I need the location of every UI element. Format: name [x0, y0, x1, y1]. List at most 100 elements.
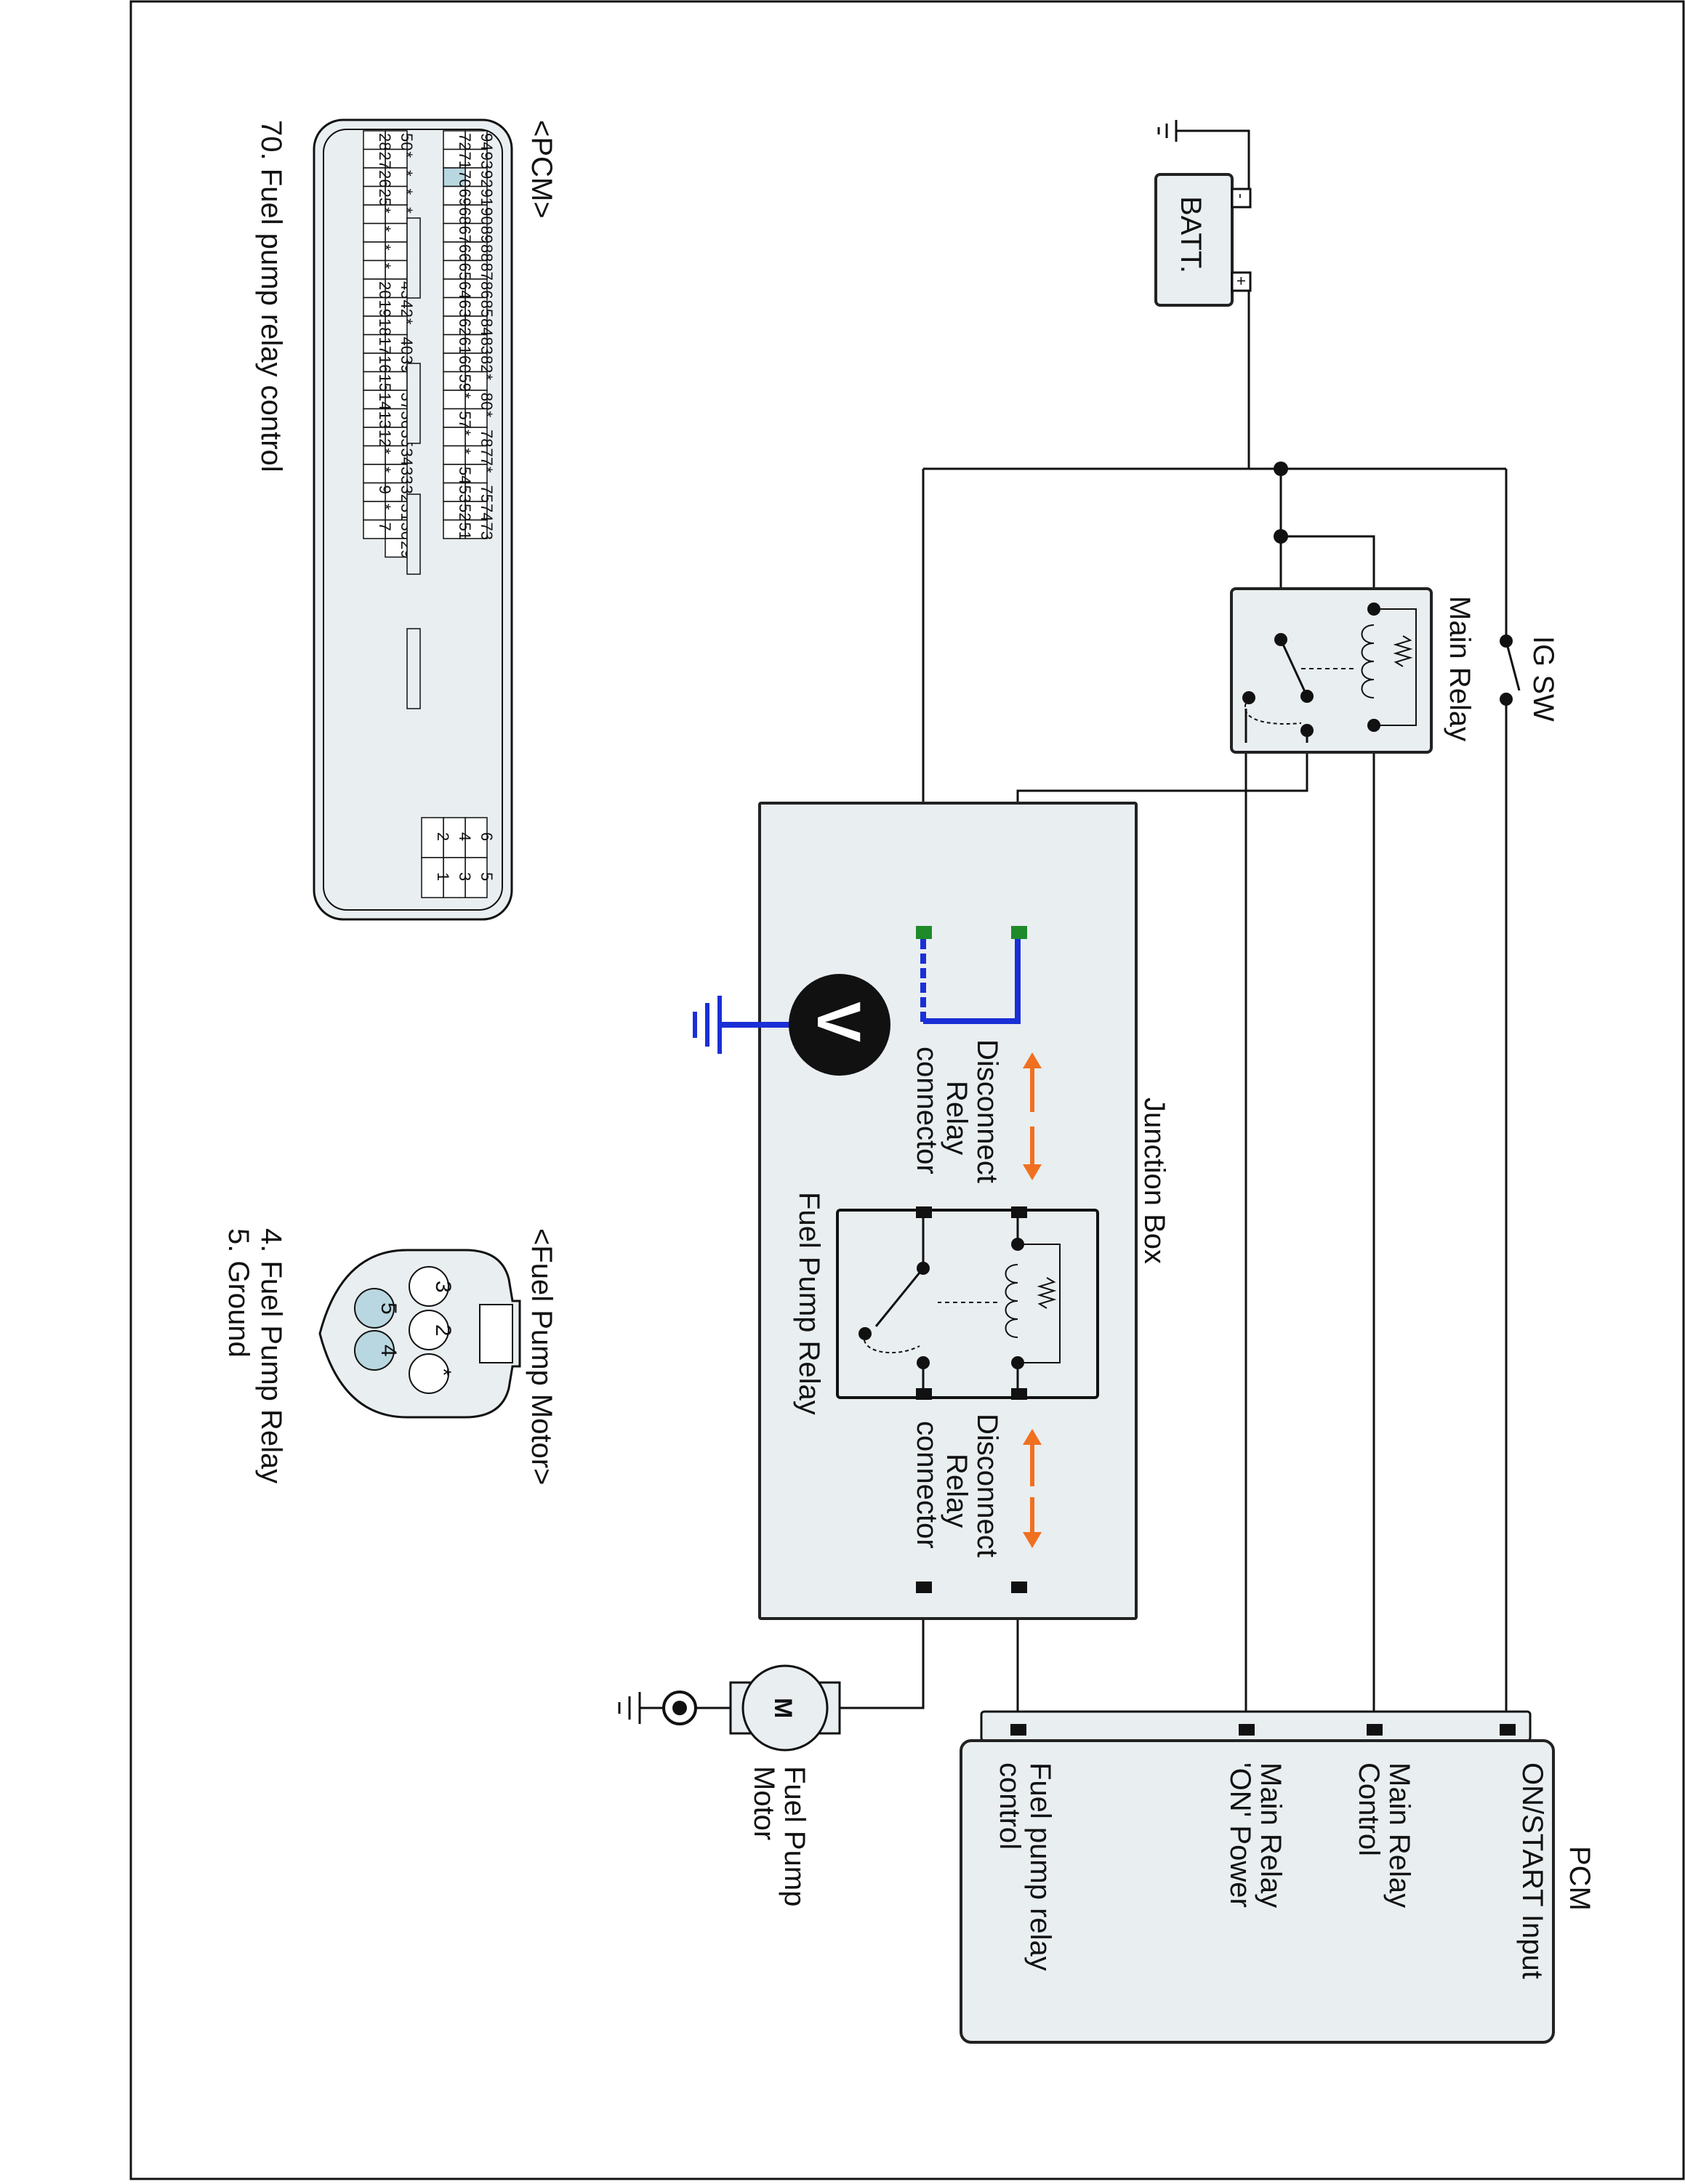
- pcm-pin-label: 16: [376, 355, 394, 373]
- fuel-pump-connector-title: <Fuel Pump Motor>: [526, 1228, 558, 1486]
- pcm-pin-label: *: [398, 170, 416, 177]
- pcm-pin-label: 72: [456, 133, 474, 150]
- motor-label-line2: Motor: [748, 1766, 780, 1840]
- pcm-pin-label: 64: [456, 281, 474, 299]
- pcm-side-pin-cell: [421, 817, 444, 858]
- pcm-pin-label: *: [398, 189, 416, 196]
- fuel-pump-legend-0: 4. Fuel Pump Relay: [255, 1228, 287, 1483]
- fuel-pump-pins: 32*54: [354, 1266, 455, 1394]
- pcm-pin-label: 19: [376, 300, 394, 318]
- pcm-pin-cell: [465, 445, 488, 465]
- pcm-pin-label: *: [456, 392, 474, 399]
- pcm-pin-label: 34: [398, 448, 416, 466]
- pcm-pin-label: 86: [478, 281, 496, 299]
- pcm-pin-label: *: [376, 244, 394, 251]
- pcm-pin-cell: [443, 427, 466, 447]
- pcm-side-pin-label: 6: [478, 832, 496, 841]
- pcm-pin-cell: [363, 445, 386, 465]
- pcm-pin-label: 25: [376, 189, 394, 206]
- pcm-pin-label: 62: [456, 318, 474, 336]
- pcm-pin-cell: [363, 185, 386, 206]
- pcm-pin-cell: [443, 482, 466, 502]
- fuel-pump-pin: [409, 1266, 449, 1307]
- pcm-pin-label: 84: [478, 318, 496, 336]
- pcm-side-pin-label: 1: [434, 872, 452, 881]
- pcm-pin-label: 93: [478, 152, 496, 169]
- pcm-pin-cell: [385, 445, 408, 465]
- pcm-pin-label: 91: [478, 189, 496, 206]
- pcm-pin-label: 82: [478, 355, 496, 373]
- pcm-pin-cell: [443, 352, 466, 373]
- pcm-connector: 94939291908988878685848382*80*7877*75747…: [255, 118, 558, 921]
- pcm-pin-cell: [385, 185, 408, 206]
- voltmeter-icon: [789, 974, 890, 1076]
- pcm-pin-cell: [443, 259, 466, 280]
- ig-switch-label: IG SW: [1527, 636, 1559, 722]
- pcm-pin-label: 61: [456, 337, 474, 355]
- pcm-pin-cell: [363, 482, 386, 502]
- pcm-pin-cell: [443, 445, 466, 465]
- pcm-pin-cell: [385, 464, 408, 484]
- pcm-pin-label: 54: [456, 467, 474, 484]
- pcm-pin-cell: [363, 222, 386, 243]
- fuel-pump-pin: [354, 1330, 395, 1371]
- pcm-pin-label: 57: [456, 411, 474, 429]
- pcm-pin-cell: [465, 371, 488, 391]
- pcm-pin-label: 90: [478, 207, 496, 225]
- pcm-pin-label: 88: [478, 244, 496, 262]
- pcm-pin-label: 80: [478, 392, 496, 410]
- pcm-pin-label: 40: [398, 337, 416, 355]
- pcm-pin-label: 7: [376, 523, 394, 531]
- pcm-pin-cell: [385, 278, 408, 299]
- pcm-terminal-0-line1: ON/START Input: [1516, 1762, 1548, 1979]
- pcm-pin-label: *: [376, 207, 394, 214]
- pcm-pin-label: 70: [456, 170, 474, 188]
- pcm-pin-cell: [465, 352, 488, 373]
- pcm-pin-cell: [443, 130, 466, 150]
- pcm-pin-label: *: [376, 467, 394, 473]
- pcm-pin-label: 75: [478, 485, 496, 503]
- pcm-pin-cell: [363, 427, 386, 447]
- pcm-key-tab: [406, 217, 421, 299]
- pcm-side-pin-label: 4: [456, 832, 474, 841]
- pcm-pin-label: 50: [398, 133, 416, 150]
- pcm-side-pin-cell: [443, 817, 466, 858]
- pcm-terminal-3-line1: Fuel pump relay: [1024, 1762, 1056, 1971]
- pcm-pin-label: *: [398, 207, 416, 214]
- pcm-pin-label: *: [478, 467, 496, 473]
- pcm-pin-cell: [443, 390, 466, 410]
- fuel-pump-legend-1: 5. Ground: [222, 1228, 254, 1358]
- pcm-pin-label: *: [376, 448, 394, 455]
- fuel-pump-pin-label: 5: [377, 1302, 401, 1315]
- pcm-pin-label: *: [376, 226, 394, 233]
- pcm-pin-label: 83: [478, 337, 496, 355]
- pcm-pin-label: 69: [456, 189, 474, 206]
- pcm-key-tab: [406, 628, 421, 709]
- battery: BATT. - +: [1154, 173, 1252, 307]
- pcm-pin-cell: [465, 148, 488, 169]
- pcm-pin-label: *: [456, 430, 474, 436]
- pcm-connector-caption: 70. Fuel pump relay control: [255, 120, 287, 472]
- pcm-pin-cell: [443, 222, 466, 243]
- motor-symbol: M: [769, 1698, 797, 1718]
- pcm-side-pin-label: 5: [478, 872, 496, 881]
- pcm-pin-label: *: [456, 448, 474, 455]
- main-relay-label: Main Relay: [1444, 596, 1476, 741]
- pcm-pin-cell: [385, 148, 408, 169]
- pcm-pin-cell: [465, 482, 488, 502]
- pcm-pin-label: 28: [376, 133, 394, 150]
- disconnect-left-line3: connector: [911, 1047, 943, 1174]
- pcm-pin-cell: [443, 519, 466, 539]
- pcm-pin-cell: [363, 519, 386, 539]
- pcm-side-pin-cell: [465, 857, 488, 898]
- pcm-pin-label: *: [376, 504, 394, 510]
- disconnect-right-line3: connector: [911, 1421, 943, 1549]
- fuel-pump-pin: [409, 1353, 449, 1394]
- pcm-pin-label: 77: [478, 448, 496, 466]
- pcm-pin-cell: [443, 334, 466, 354]
- pcm-pin-label: 65: [456, 263, 474, 281]
- pcm-pin-cell: [443, 371, 466, 391]
- pcm-pin-label: 15: [376, 374, 394, 392]
- pcm-side-pin-label: 3: [456, 872, 474, 881]
